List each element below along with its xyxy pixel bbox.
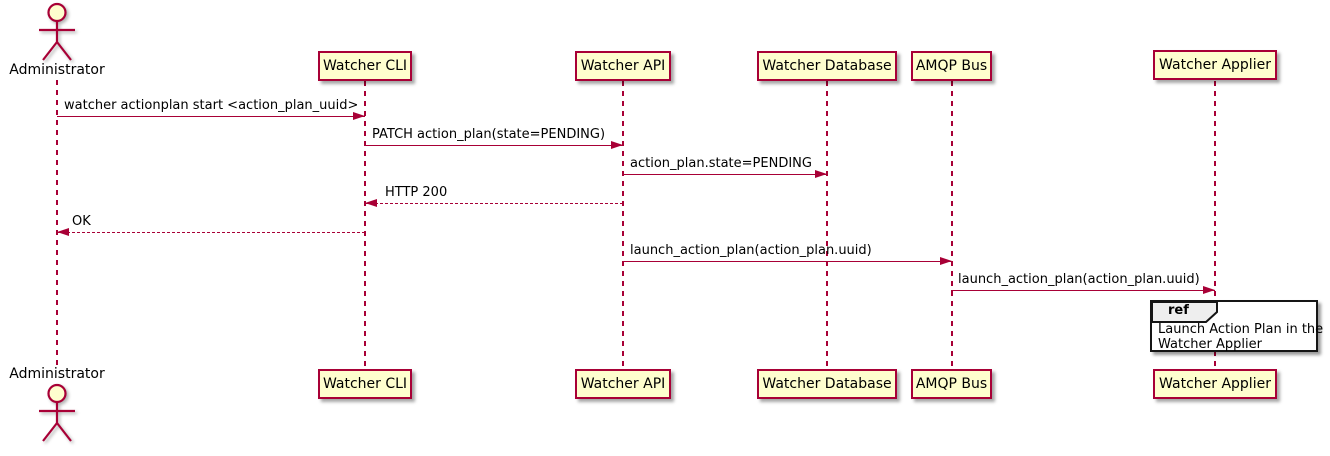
lifeline-watcher-applier [1214,81,1216,369]
message-label: HTTP 200 [385,185,448,200]
lifeline-amqp-bus [951,81,953,369]
message-label: action_plan.state=PENDING [630,156,812,171]
message-line [57,116,365,117]
administrator-label-top: Administrator [9,62,105,78]
administrator-label-bottom: Administrator [9,366,105,382]
lifeline-watcher-api [622,81,624,369]
lifeline-watcher-database [826,81,828,369]
participant-amqp-bus-top: AMQP Bus [911,51,992,81]
participant-watcher-database-bottom: Watcher Database [757,369,897,399]
message-line [623,261,952,262]
administrator-actor-icon [39,383,75,442]
participant-watcher-api-top: Watcher API [575,51,671,81]
arrowhead-right-icon [815,170,827,178]
message-line [623,174,827,175]
participant-watcher-database-top: Watcher Database [757,51,897,81]
message-label: OK [72,214,91,229]
participant-watcher-applier-top: Watcher Applier [1153,50,1277,80]
message-label: PATCH action_plan(state=PENDING) [372,127,606,142]
message-label: launch_action_plan(action_plan.uuid) [630,243,872,258]
message-label: watcher actionplan start <action_plan_uu… [64,98,359,113]
arrowhead-right-icon [611,141,623,149]
participant-watcher-applier-bottom: Watcher Applier [1153,369,1277,399]
ref-header-pentagon [1151,301,1218,323]
lifeline-administrator [56,80,58,368]
message-line [365,145,623,146]
arrowhead-right-icon [940,257,952,265]
ref-text: Launch Action Plan in the Watcher Applie… [1158,322,1323,352]
message-line [365,203,623,204]
ref-keyword: ref [1168,303,1189,318]
arrowhead-left-icon [365,199,377,207]
ref-text-line: Watcher Applier [1158,337,1262,352]
lifeline-watcher-cli [364,81,366,369]
ref-text-line: Launch Action Plan in the [1158,322,1324,337]
participant-watcher-api-bottom: Watcher API [575,369,671,399]
arrowhead-left-icon [57,228,69,236]
message-line [57,232,365,233]
participant-watcher-cli-bottom: Watcher CLI [318,369,412,399]
message-line [951,290,1215,291]
message-label: launch_action_plan(action_plan.uuid) [958,272,1200,287]
arrowhead-right-icon [1203,286,1215,294]
participant-amqp-bus-bottom: AMQP Bus [911,369,992,399]
administrator-actor-icon [39,2,75,61]
participant-watcher-cli-top: Watcher CLI [318,51,412,81]
arrowhead-right-icon [353,112,365,120]
ref-fragment: ref Launch Action Plan in the Watcher Ap… [1150,300,1323,352]
